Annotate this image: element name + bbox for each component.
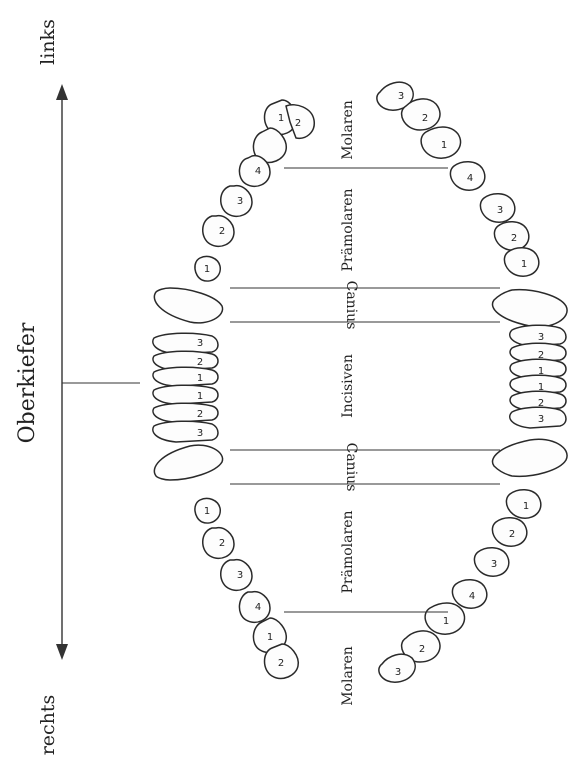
tooth-number: 2 [538,398,544,409]
tooth-premolar [493,221,530,251]
tooth-number: 1 [443,616,449,627]
tooth-molar [285,104,315,140]
tooth-molar [263,643,299,680]
tooth-molar [378,653,416,683]
tooth-incisor [509,324,567,347]
tooth-incisor [152,332,219,355]
rechts-label: rechts [37,695,59,756]
tooth-incisor [152,420,219,443]
tooth-number: 3 [197,338,203,349]
tooth-number: 1 [204,506,210,517]
tooth-number: 2 [219,538,225,549]
group-labels: Molaren Prämolaren Canius Incisiven Cani… [340,100,359,706]
tooth-incisor [509,358,567,379]
tooth-premolar [238,154,271,188]
tooth-premolar [451,579,488,609]
tooth-number: 2 [509,529,515,540]
tooth-incisor [509,374,567,395]
group-dividers [230,167,500,613]
oberkiefer-title: Oberkiefer [15,322,40,443]
tooth-number: 1 [538,366,544,377]
lower-arch [376,81,568,683]
tooth-number: 1 [267,632,273,643]
tooth-number: 2 [419,644,425,655]
tooth-premolar [202,526,235,560]
tooth-premolar [194,255,221,282]
tooth-number: 2 [511,233,517,244]
tooth-number: 3 [395,667,401,678]
tooth-molar [400,98,441,131]
tooth-premolar [491,517,528,547]
tooth-numbers: 1 2 4 3 2 1 3 2 1 1 2 3 1 2 3 4 1 2 3 2 … [197,91,544,678]
tooth-molar [420,126,462,159]
tooth-incisor [509,390,567,411]
tooth-number: 3 [197,428,203,439]
direction-axis [56,84,140,660]
tooth-number: 1 [523,501,529,512]
tooth-number: 4 [469,591,475,602]
upper-arch [152,99,315,680]
tooth-number: 2 [219,226,225,237]
tooth-number: 1 [538,382,544,393]
tooth-number: 1 [197,373,203,384]
tooth-number: 3 [538,414,544,425]
tooth-premolar [449,161,486,191]
tooth-premolar [220,558,253,592]
label-praemolaren-bottom: Prämolaren [340,511,356,594]
tooth-number: 3 [237,570,243,581]
tooth-number: 2 [278,658,284,669]
tooth-number: 3 [497,205,503,216]
tooth-premolar [238,590,271,624]
label-molaren-top: Molaren [340,100,356,160]
label-canius-bottom: Canius [343,443,359,492]
tooth-number: 3 [491,559,497,570]
label-incisiven: Incisiven [340,354,356,418]
arrow-down-icon [56,644,68,660]
tooth-canine [491,288,568,328]
tooth-canine [491,438,568,478]
tooth-number: 3 [237,196,243,207]
tooth-number: 1 [278,113,284,124]
tooth-number: 3 [538,332,544,343]
label-praemolaren-top: Prämolaren [340,189,356,272]
tooth-incisor [509,406,567,429]
tooth-premolar [220,184,253,218]
tooth-molar [400,630,441,663]
tooth-number: 1 [204,264,210,275]
tooth-number: 2 [197,357,203,368]
tooth-incisor [152,366,219,387]
tooth-canine [153,444,224,481]
tooth-molar [252,127,287,164]
tooth-incisor [152,350,219,371]
label-canius-top: Canius [343,281,359,330]
arrow-up-icon [56,84,68,100]
tooth-number: 2 [295,118,301,129]
tooth-premolar [503,247,540,277]
tooth-number: 1 [441,140,447,151]
tooth-number: 2 [538,350,544,361]
tooth-incisor [152,402,219,423]
tooth-canine [153,287,224,324]
tooth-number: 4 [467,173,473,184]
tooth-molar [376,81,414,111]
tooth-premolar [473,547,510,577]
tooth-number: 4 [255,602,261,613]
tooth-incisor [509,342,567,363]
links-label: links [37,19,59,65]
tooth-premolar [194,497,221,524]
tooth-incisor [152,384,219,405]
tooth-premolar [505,489,542,519]
tooth-molar [424,602,466,635]
tooth-number: 2 [197,409,203,420]
tooth-number: 1 [197,391,203,402]
tooth-number: 2 [422,113,428,124]
tooth-number: 3 [398,91,404,102]
tooth-premolar [202,214,235,248]
tooth-premolar [479,193,516,223]
label-molaren-bottom: Molaren [340,646,356,706]
tooth-number: 4 [255,166,261,177]
tooth-number: 1 [521,259,527,270]
